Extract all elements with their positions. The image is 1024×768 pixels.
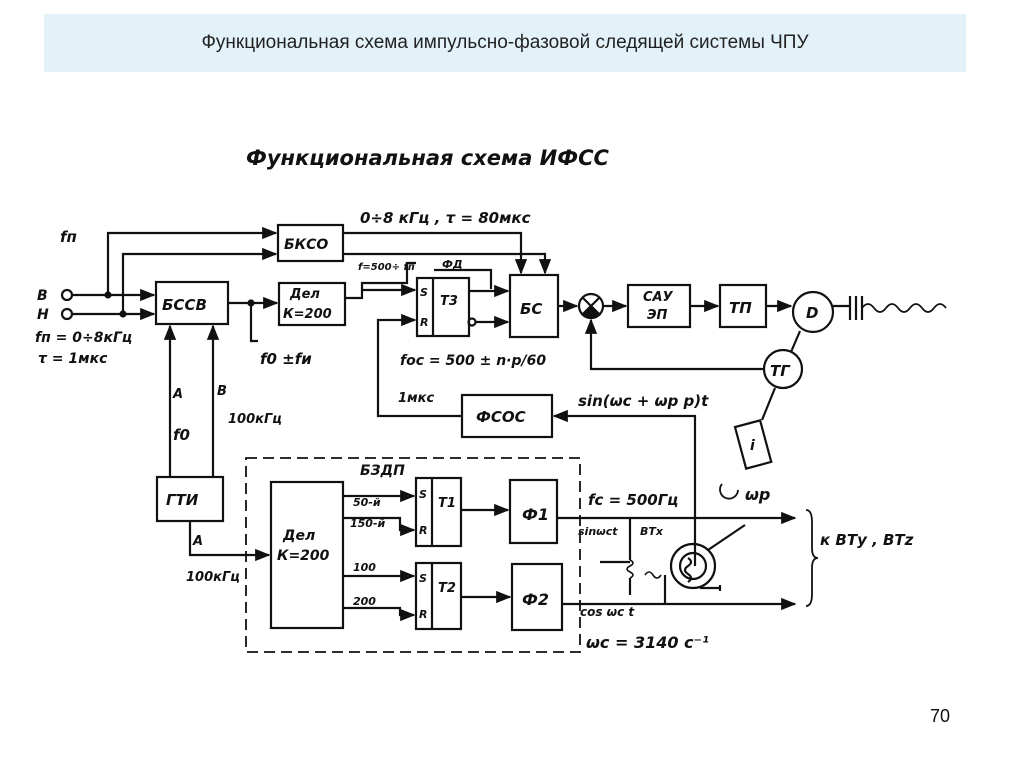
label-n: Н xyxy=(37,307,49,323)
label-sau-2: ЭП xyxy=(647,308,668,323)
scanned-diagram-area xyxy=(19,112,1009,700)
label-out-100: 100 xyxy=(353,561,376,574)
label-bzdp: БЗДП xyxy=(360,463,405,479)
block-phase-detector xyxy=(415,276,471,338)
block-filter-f1 xyxy=(508,478,559,545)
trigger-output-dot xyxy=(467,317,477,327)
block-trigger-t1 xyxy=(414,476,463,548)
diagram-heading: Функциональная схема ИФСС xyxy=(246,146,609,170)
label-a-up: А xyxy=(172,387,183,402)
label-out-50: 50-й xyxy=(353,496,381,509)
label-mks1: 1мкс xyxy=(398,391,434,406)
slide-title: Функциональная схема импульсно-фазовой с… xyxy=(201,32,809,53)
label-sin-wct: sinωсt xyxy=(578,525,618,538)
page-number: 70 xyxy=(930,706,951,726)
label-bkso-spec: 0÷8 кГц , τ = 80мкс xyxy=(360,209,531,227)
label-d: D xyxy=(806,304,818,322)
label-r-top: R xyxy=(420,316,428,329)
label-t1: Т1 xyxy=(438,496,456,511)
label-r1: R xyxy=(419,524,427,537)
label-f1: Ф1 xyxy=(522,505,549,524)
label-omega-c: ωс = 3140 с⁻¹ xyxy=(586,633,709,652)
label-t2: Т2 xyxy=(438,581,456,596)
label-fc: fс = 500Гц xyxy=(588,491,678,509)
block-current-i xyxy=(733,419,773,470)
label-bssv: БССВ xyxy=(162,296,207,314)
block-divider-big xyxy=(269,480,345,630)
label-tp: ТП xyxy=(729,299,752,317)
label-f2: Ф2 xyxy=(522,590,549,609)
label-fd: ФД xyxy=(442,258,463,271)
label-i: i xyxy=(750,438,755,454)
label-fp-top: fп xyxy=(60,228,77,246)
slide-title-bar: Функциональная схема импульсно-фазовой с… xyxy=(44,14,966,72)
input-terminal-n xyxy=(60,307,74,321)
label-khz100-lower: 100кГц xyxy=(186,570,240,585)
label-gti: ГТИ xyxy=(166,491,199,509)
label-del-big-1: Дел xyxy=(282,528,315,544)
label-out-200: 200 xyxy=(353,595,376,608)
label-khz100-upper: 100кГц xyxy=(228,412,282,427)
label-t3: Т3 xyxy=(440,294,458,309)
label-bs: БС xyxy=(520,300,542,318)
label-tg: ТГ xyxy=(770,362,791,380)
block-divider-top xyxy=(277,281,347,327)
label-b-up: В xyxy=(217,384,227,399)
label-tau-1: τ = 1мкс xyxy=(38,351,108,367)
label-fp-range: fп = 0÷8кГц xyxy=(35,330,132,346)
label-sau-1: САУ xyxy=(643,290,674,305)
block-bkso xyxy=(276,223,345,263)
input-terminal-v xyxy=(60,288,74,302)
label-cos-wct: cos ωс t xyxy=(580,605,635,619)
label-f0: f0 xyxy=(173,426,190,444)
label-del-top-1: Дел xyxy=(289,287,320,302)
label-sin-feedback: sin(ωс + ωp p)t xyxy=(578,392,709,410)
label-fsos: ФСОС xyxy=(476,408,526,426)
label-s-top: S xyxy=(420,286,428,299)
label-a-lower: А xyxy=(192,534,203,549)
label-f500: f=500÷ fп xyxy=(358,262,415,273)
resolver-bt xyxy=(669,542,717,590)
motor-d xyxy=(791,290,835,334)
label-v: В xyxy=(37,288,48,304)
label-fos: fос = 500 ± n·p/60 xyxy=(400,353,546,369)
label-omega-p: ωр xyxy=(745,485,770,504)
block-filter-f2 xyxy=(510,562,564,632)
label-s2: S xyxy=(419,572,427,585)
label-btx: ВТх xyxy=(640,525,664,538)
label-del-top-2: К=200 xyxy=(283,307,332,322)
label-r2: R xyxy=(419,608,427,621)
label-bkso: БКСО xyxy=(284,237,328,253)
label-out-150: 150-й xyxy=(350,517,386,530)
label-del-big-2: К=200 xyxy=(277,548,330,564)
label-f0-fi: f0 ±fи xyxy=(260,350,312,368)
label-to-bt: к ВТy , ВТz xyxy=(820,531,914,549)
label-s1: S xyxy=(419,488,427,501)
